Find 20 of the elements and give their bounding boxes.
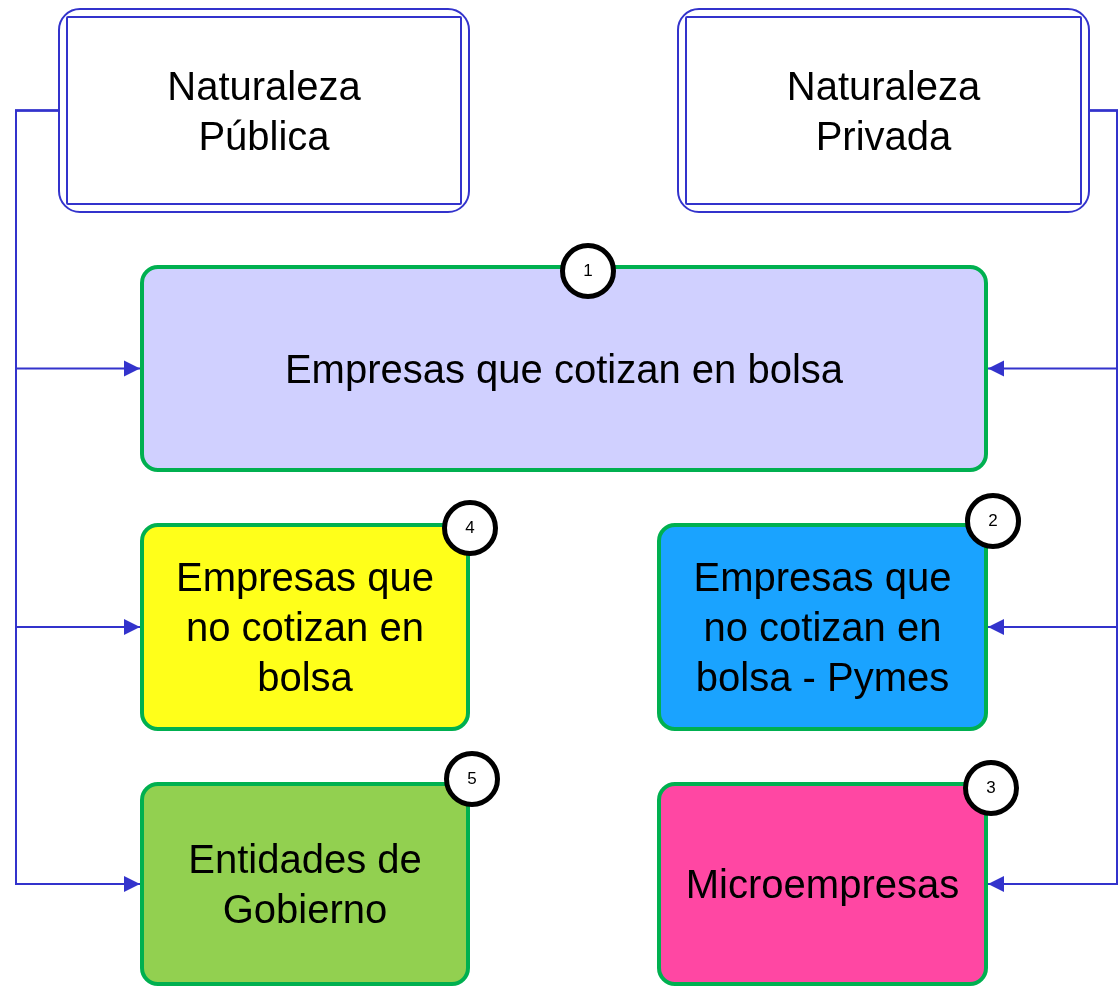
callout-number: 3 (963, 760, 1019, 816)
process-box (140, 782, 470, 986)
callout-number: 1 (560, 243, 616, 299)
callout-number: 5 (444, 751, 500, 807)
callout-number: 4 (442, 500, 498, 556)
category-box (677, 8, 1090, 213)
process-box (657, 782, 988, 986)
box-text: Naturaleza Privada (785, 62, 982, 160)
box-text: Naturaleza Pública (166, 62, 362, 160)
box-text: Microempresas (684, 861, 961, 908)
box-text: Entidades de Gobierno (187, 836, 423, 933)
process-box (140, 265, 988, 472)
callout-number: 2 (965, 493, 1021, 549)
category-box (58, 8, 470, 213)
box-text: Empresas que no cotizan en bolsa (175, 554, 435, 701)
box-text: Empresas que no cotizan en bolsa - Pymes (692, 554, 953, 701)
connector-arrow (15, 109, 141, 892)
connector-arrow (987, 109, 1118, 892)
box-text: Empresas que cotizan en bolsa (283, 345, 845, 393)
process-box (657, 523, 988, 731)
